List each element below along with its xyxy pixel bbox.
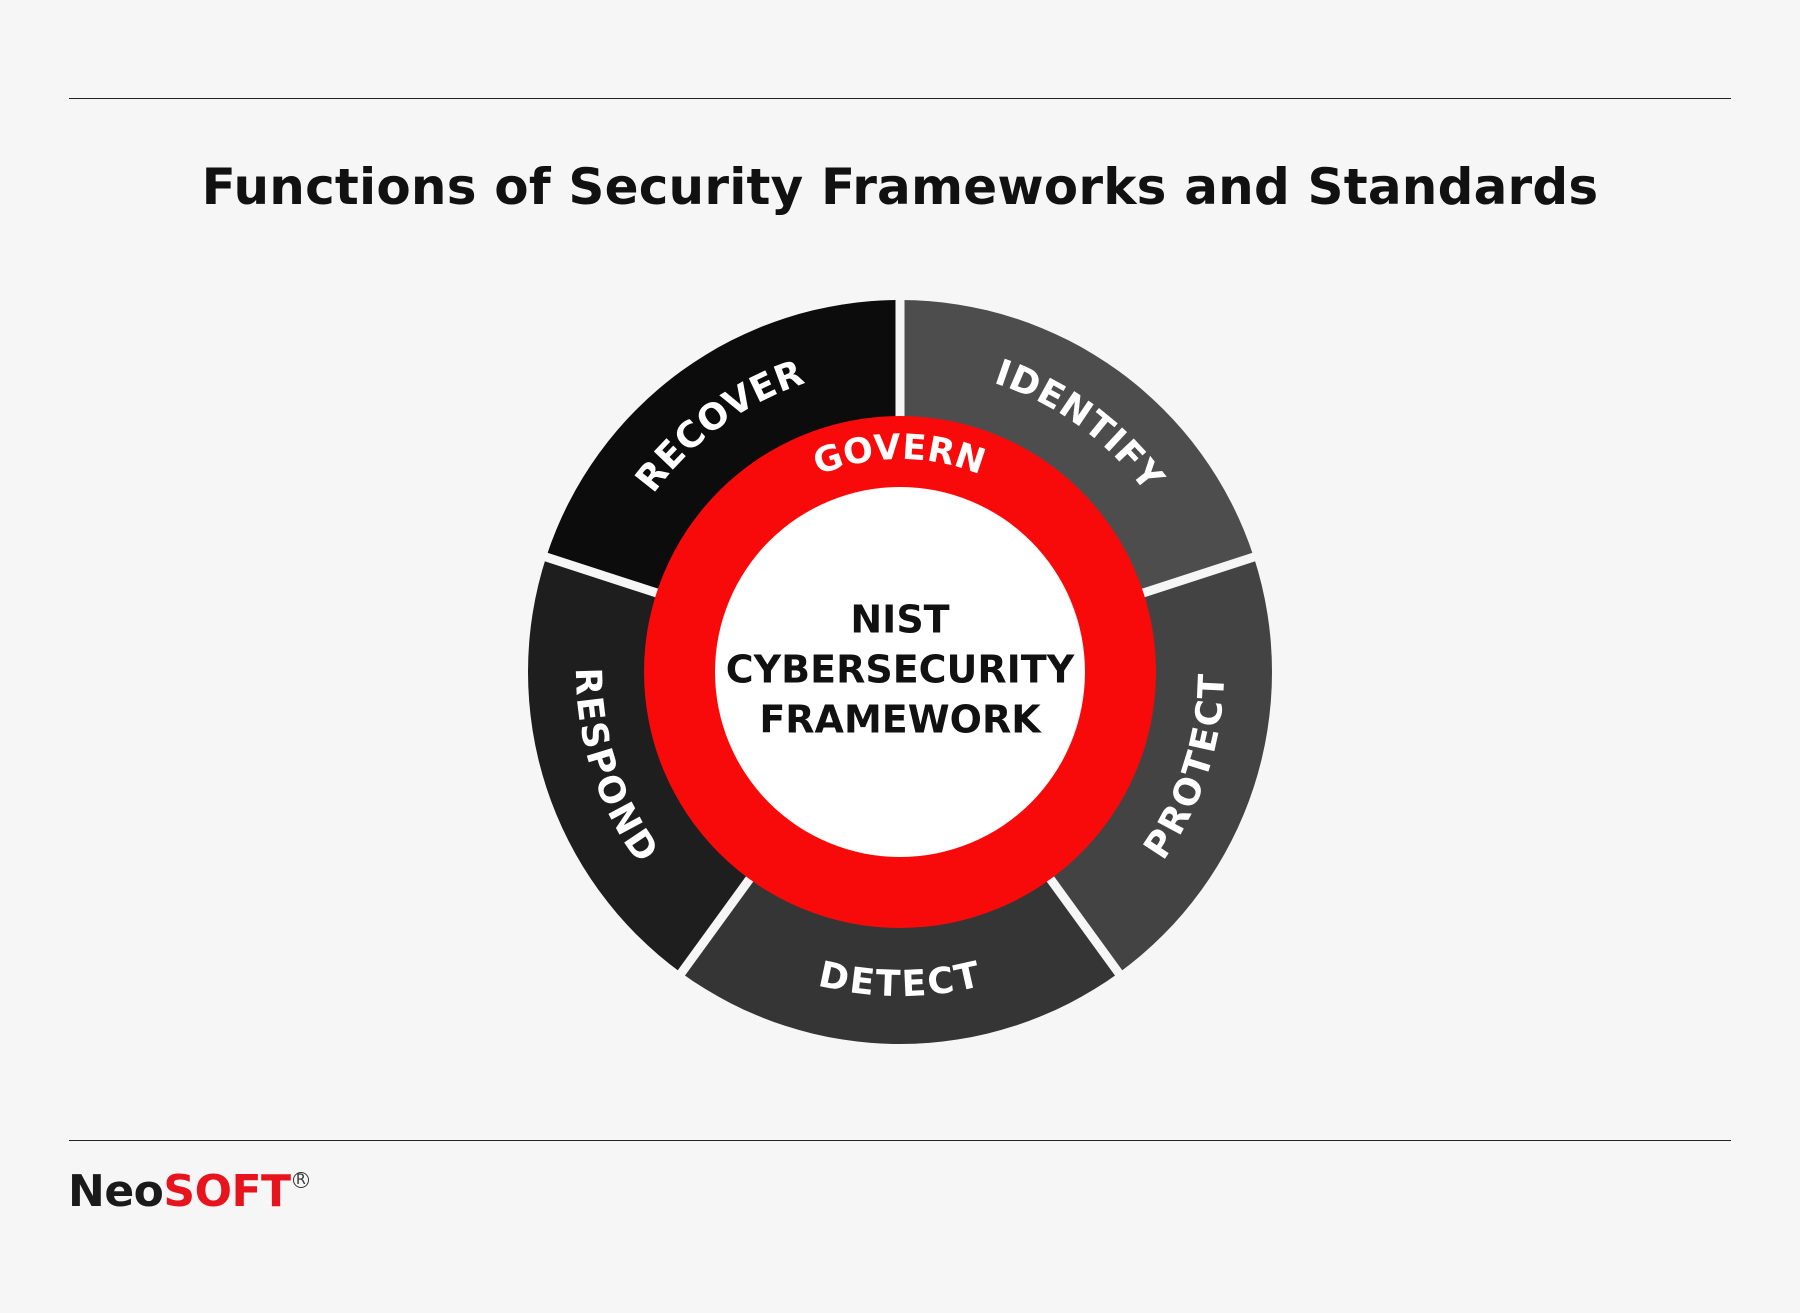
registered-mark-icon: R [292,1172,309,1188]
top-divider [69,98,1731,99]
center-title-line: FRAMEWORK [759,698,1042,742]
segment-divider [540,551,663,599]
page-title: Functions of Security Frameworks and Sta… [201,158,1599,216]
logo-part-soft: SOFT [163,1166,291,1217]
segment-divider [674,872,757,980]
center-title-line: NIST [850,598,949,642]
segment-divider [1043,872,1126,980]
bottom-divider [69,1140,1731,1141]
center-circle [715,487,1085,857]
logo-part-neo: Neo [68,1166,164,1217]
segment-divider [1137,551,1260,599]
center-title-line: CYBERSECURITY [726,648,1075,692]
